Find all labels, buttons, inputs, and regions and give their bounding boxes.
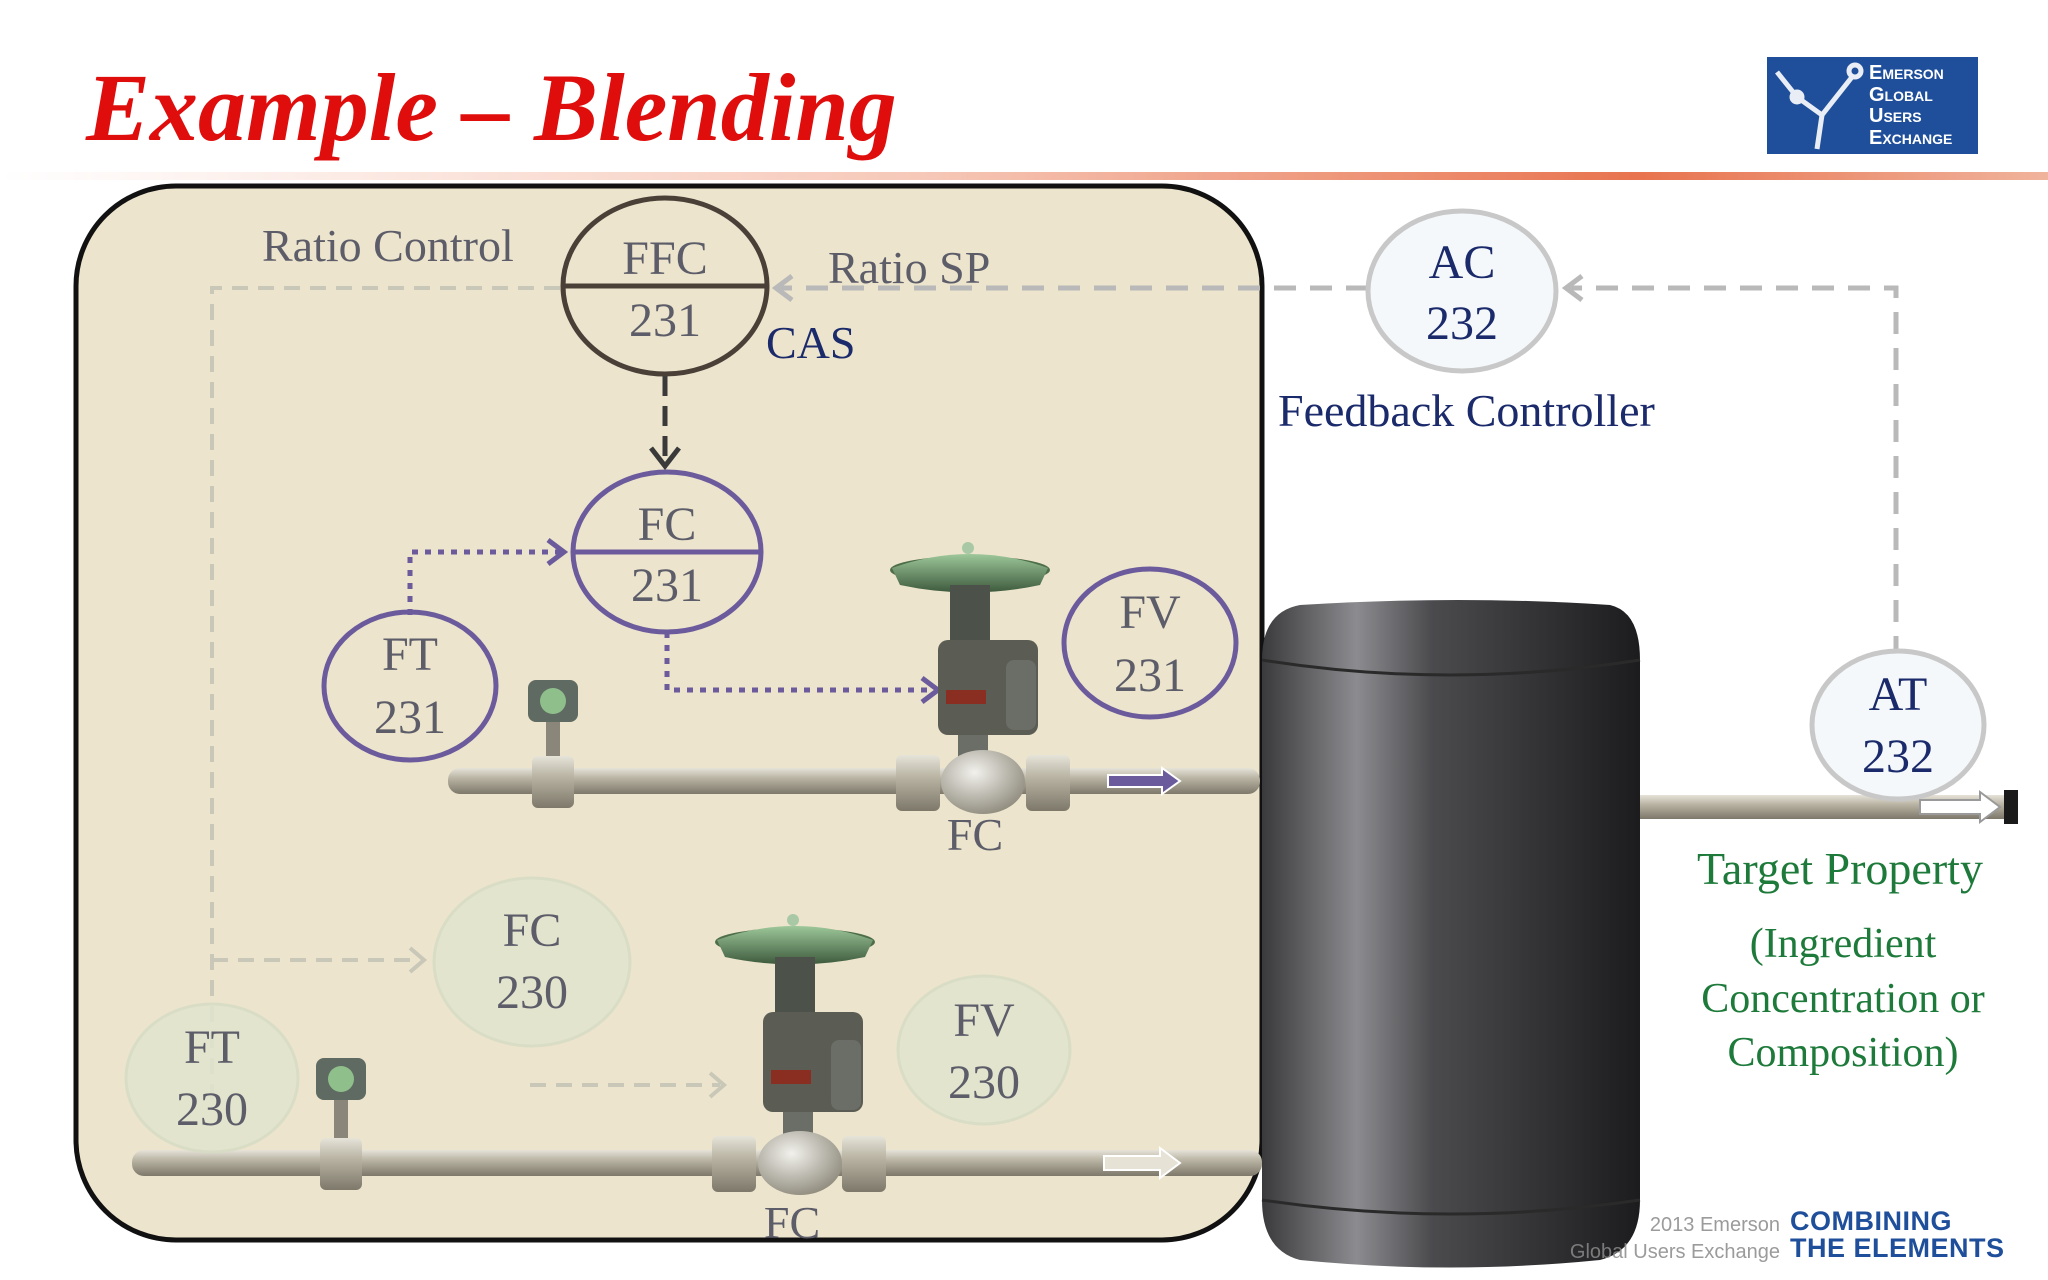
molecule-icon	[1775, 62, 1864, 150]
fv-230-instrument	[896, 974, 1072, 1126]
fc-231-number: 231	[631, 559, 703, 612]
footer-line: 2013 Emerson	[1649, 1214, 1780, 1236]
emerson-logo: Emerson Global Users Exchange	[1767, 57, 1978, 154]
fc-230-instrument	[432, 876, 632, 1048]
ratio-sp-arrowhead	[771, 274, 794, 302]
logo-line: Exchange	[1869, 126, 1953, 149]
diagram-labels: Ratio Control Ratio SP CAS Feedback Cont…	[262, 220, 1985, 1248]
fc-230-number: 230	[496, 966, 568, 1019]
fc-231-instrument	[570, 469, 764, 635]
outlet-flange	[2004, 790, 2018, 824]
flow-transmitter-230	[316, 1058, 366, 1190]
target-desc-line: Concentration or	[1701, 976, 1984, 1022]
target-property-label: Target Property	[1697, 843, 1983, 894]
footer-copyright: 2013 Emerson Global Users Exchange	[1560, 1212, 1780, 1266]
fc-230-tag: FC	[503, 904, 562, 957]
cascade-arrowhead	[649, 446, 681, 471]
faint-arrowhead	[708, 1071, 728, 1099]
fv-231-tag: FV	[1119, 586, 1181, 639]
slide-title: Example – Blending	[86, 54, 897, 161]
fc231-signal-lines	[407, 549, 930, 693]
fc-lower-label: FC	[764, 1197, 820, 1248]
fc-231-tag: FC	[638, 498, 697, 551]
control-valve-231	[890, 542, 1070, 814]
ratio-control-label: Ratio Control	[262, 220, 514, 271]
fc-upper-label: FC	[947, 809, 1003, 860]
flow-arrow-icon	[1919, 790, 2002, 824]
flow-arrow-icon	[1103, 1146, 1182, 1180]
fv-231-instrument	[1061, 566, 1239, 720]
lower-pipe	[132, 1150, 1262, 1176]
ft-230-instrument	[124, 1002, 300, 1154]
feedback-signal-lines	[780, 285, 1899, 658]
logo-text: Emerson Global Users Exchange	[1869, 62, 1953, 149]
fv-230-number: 230	[948, 1056, 1020, 1109]
flow-transmitter-231	[528, 680, 578, 808]
faint-signal-lines	[210, 286, 720, 1100]
footer-brand-line: THE ELEMENTS	[1790, 1233, 2005, 1263]
target-desc-line: (Ingredient	[1750, 921, 1937, 967]
ft-231-number: 231	[374, 691, 446, 744]
blend-tank	[1261, 600, 1641, 1268]
at-232-tag: AT	[1869, 668, 1928, 721]
flow-arrow-icon	[1107, 766, 1182, 796]
footer-brand: COMBINING THE ELEMENTS	[1790, 1208, 2005, 1262]
logo-line: Global	[1869, 83, 1933, 106]
ac-232-tag: AC	[1429, 236, 1496, 289]
cas-label: CAS	[766, 317, 855, 368]
ffc-231-tag: FFC	[622, 232, 707, 285]
ratio-sp-label: Ratio SP	[828, 242, 990, 293]
target-desc-line: Composition)	[1727, 1030, 1958, 1076]
ac-232-instrument	[1365, 208, 1559, 374]
footer-brand-line: COMBINING	[1790, 1206, 1952, 1236]
control-valve-230	[712, 914, 886, 1195]
faint-arrowhead	[408, 946, 428, 974]
header-rule	[0, 172, 2048, 180]
logo-line: Users	[1869, 105, 1922, 127]
ac-arrowhead	[1561, 274, 1584, 302]
feedback-controller-label: Feedback Controller	[1278, 385, 1655, 436]
fv-231-number: 231	[1114, 649, 1186, 702]
ffc-231-instrument	[560, 195, 770, 377]
ffc-231-number: 231	[629, 294, 701, 347]
ft-230-tag: FT	[184, 1021, 240, 1074]
ac-232-number: 232	[1426, 297, 1498, 350]
fv-230-tag: FV	[953, 994, 1015, 1047]
ft-231-tag: FT	[382, 628, 438, 681]
footer-line: Global Users Exchange	[1569, 1241, 1780, 1263]
at-232-number: 232	[1862, 730, 1934, 783]
logo-line: Emerson	[1869, 62, 1944, 84]
instrument-tags: FFC 231 AC 232 FC 231 FT 231 FV 231 AT 2…	[176, 232, 1934, 1136]
at-232-instrument	[1809, 648, 1987, 802]
ft-230-number: 230	[176, 1083, 248, 1136]
ft-231-instrument	[321, 609, 499, 763]
ft-to-fc-arrowhead	[546, 538, 569, 566]
